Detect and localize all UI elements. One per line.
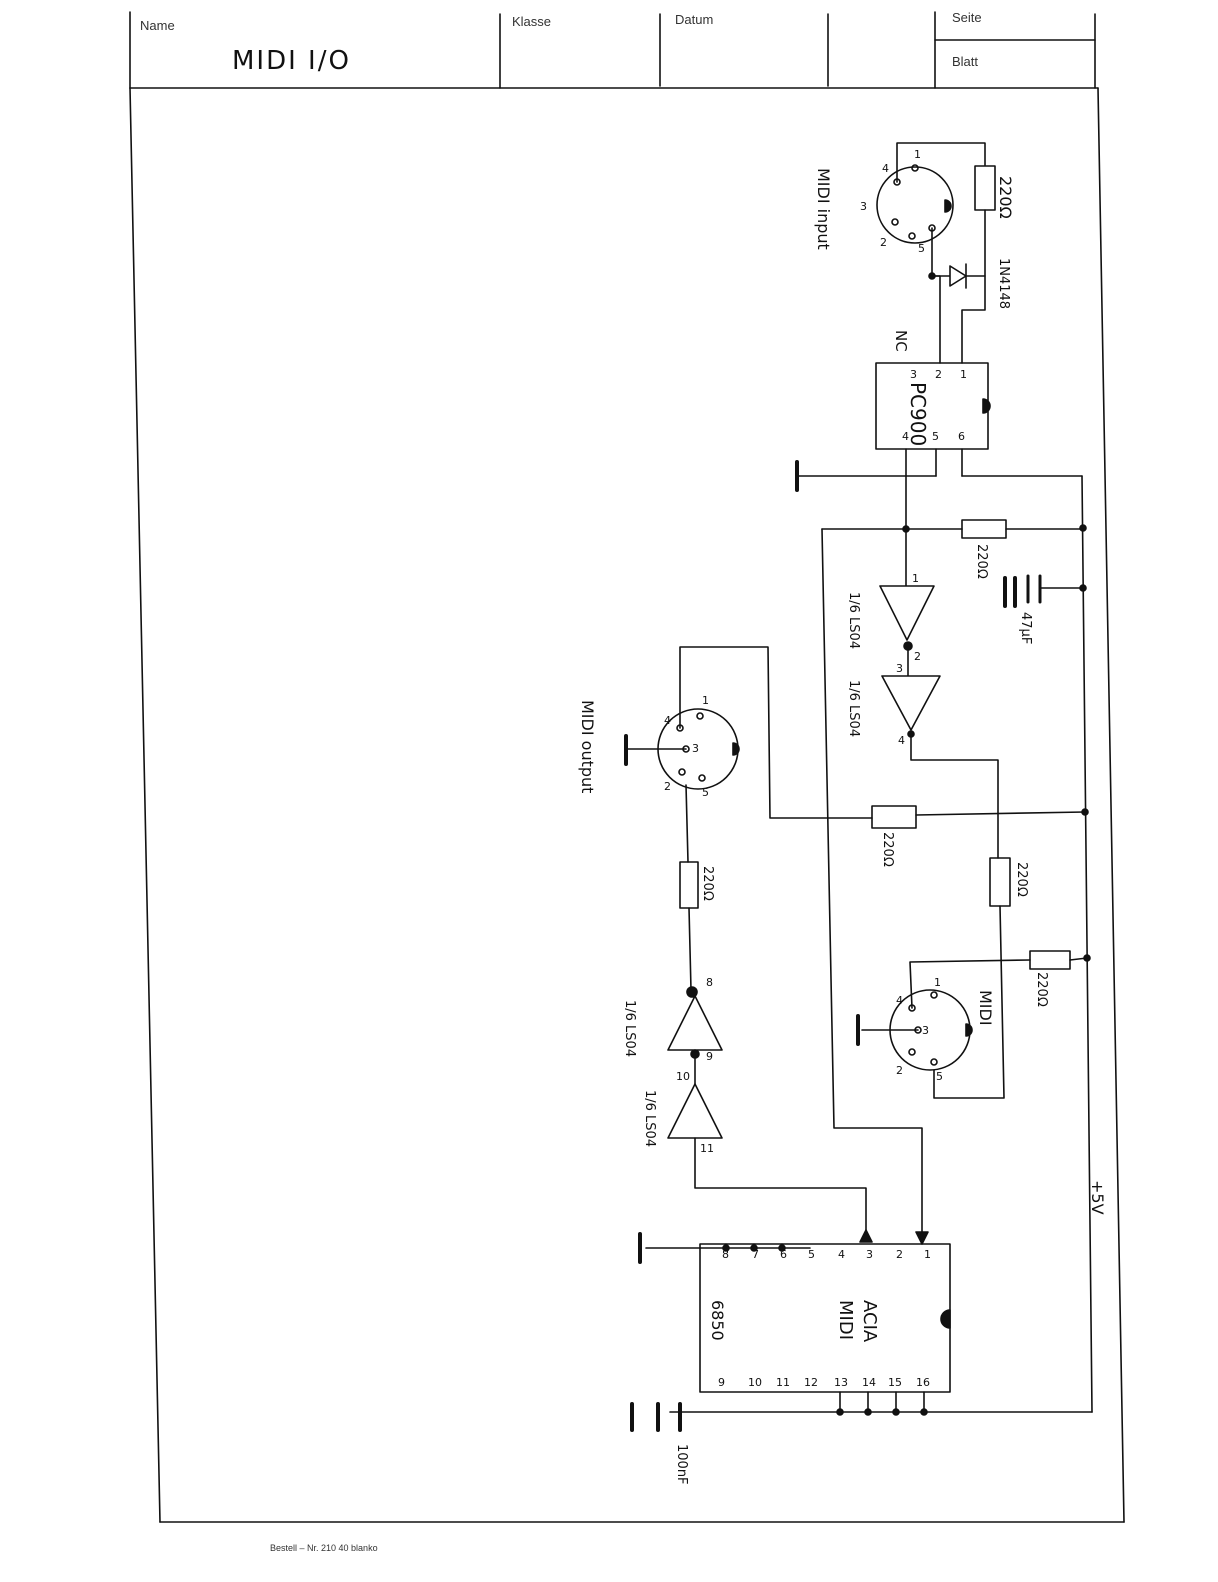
pin-din-in-2: 2 bbox=[880, 236, 887, 249]
pin-din-out-1: 1 bbox=[702, 694, 709, 707]
pin-inv-1: 1 bbox=[912, 572, 919, 585]
resistor-output-a bbox=[871, 805, 1086, 829]
label-inverter-4: 1/6 LS04 bbox=[642, 1090, 657, 1147]
header-name-value: MIDI I/O bbox=[232, 46, 351, 76]
pin-inv-3: 3 bbox=[896, 662, 903, 675]
pin-din-out-5: 5 bbox=[702, 786, 709, 799]
label-cap-100nf: 100nF bbox=[674, 1444, 689, 1485]
pin-din-out-4: 4 bbox=[664, 714, 671, 727]
pin-din-thru-3: 3 bbox=[922, 1024, 929, 1037]
midi-input-connector bbox=[876, 142, 986, 364]
pin-din-in-1: 1 bbox=[914, 148, 921, 161]
pin-acia-4: 4 bbox=[838, 1248, 845, 1261]
pin-din-in-5: 5 bbox=[918, 242, 925, 255]
inverter-2 bbox=[881, 649, 999, 859]
resistor-input bbox=[961, 165, 996, 364]
capacitor-47uf bbox=[1003, 574, 1084, 608]
label-nc: NC bbox=[892, 330, 910, 352]
pin-acia-5: 5 bbox=[808, 1248, 815, 1261]
label-inverter-1: 1/6 LS04 bbox=[846, 592, 861, 649]
header-datum-label: Datum bbox=[675, 12, 714, 27]
pin-acia-13: 13 bbox=[834, 1376, 848, 1389]
label-supply-5v: +5V bbox=[1088, 1180, 1107, 1215]
pin-din-thru-1: 1 bbox=[934, 976, 941, 989]
capacitor-100nf bbox=[630, 1402, 682, 1432]
title-block bbox=[129, 11, 1099, 89]
pin-din-thru-5: 5 bbox=[936, 1070, 943, 1083]
label-resistor-input: 220Ω bbox=[996, 176, 1015, 219]
inverter-1 bbox=[879, 528, 935, 651]
acia-6850 bbox=[638, 1232, 951, 1416]
label-diode: 1N4148 bbox=[996, 258, 1011, 309]
pin-acia-16: 16 bbox=[916, 1376, 930, 1389]
midi-output-connector bbox=[624, 646, 873, 863]
pin-inv-8: 8 bbox=[706, 976, 713, 989]
header-seite-label: Seite bbox=[952, 10, 982, 25]
pin-opto-1: 1 bbox=[960, 368, 967, 381]
pin-acia-9: 9 bbox=[718, 1376, 725, 1389]
header-name-label: Name bbox=[140, 18, 175, 33]
label-acia-line1: ACIA bbox=[859, 1300, 880, 1343]
drawing-frame bbox=[129, 87, 1125, 1523]
pin-acia-11: 11 bbox=[776, 1376, 790, 1389]
label-resistor-pullup: 220Ω bbox=[974, 544, 989, 579]
pin-opto-6: 6 bbox=[958, 430, 965, 443]
pin-opto-4: 4 bbox=[902, 430, 909, 443]
header-blatt-label: Blatt bbox=[952, 54, 979, 69]
pin-acia-14: 14 bbox=[862, 1376, 876, 1389]
label-midi-output: MIDI output bbox=[578, 700, 597, 793]
pin-acia-2: 2 bbox=[896, 1248, 903, 1261]
pin-opto-2: 2 bbox=[935, 368, 942, 381]
inverter-3 bbox=[667, 986, 723, 1059]
label-acia-line3: 6850 bbox=[708, 1300, 727, 1341]
pin-acia-1: 1 bbox=[924, 1248, 931, 1261]
label-resistor-output-a: 220Ω bbox=[880, 832, 895, 867]
pin-acia-8: 8 bbox=[722, 1248, 729, 1261]
pin-acia-10: 10 bbox=[748, 1376, 762, 1389]
pin-din-in-3: 3 bbox=[860, 200, 867, 213]
label-inverter-3: 1/6 LS04 bbox=[622, 1000, 637, 1057]
pin-inv-9: 9 bbox=[706, 1050, 713, 1063]
pin-din-out-3: 3 bbox=[692, 742, 699, 755]
label-acia-line2: MIDI bbox=[835, 1300, 856, 1340]
pin-acia-3: 3 bbox=[866, 1248, 873, 1261]
label-cap-47uf: 47µF bbox=[1018, 612, 1033, 644]
header-klasse-label: Klasse bbox=[512, 14, 552, 29]
label-inverter-2: 1/6 LS04 bbox=[846, 680, 861, 737]
diode-1n4148 bbox=[928, 263, 986, 289]
pin-din-thru-2: 2 bbox=[896, 1064, 903, 1077]
pin-din-in-4: 4 bbox=[882, 162, 889, 175]
pin-inv-11: 11 bbox=[700, 1142, 714, 1155]
pin-din-out-2: 2 bbox=[664, 780, 671, 793]
pin-inv-2: 2 bbox=[914, 650, 921, 663]
pin-opto-5: 5 bbox=[932, 430, 939, 443]
inverter-4 bbox=[667, 1057, 873, 1243]
label-midi-input: MIDI input bbox=[814, 168, 833, 250]
pin-opto-3: 3 bbox=[910, 368, 917, 381]
rx-signal-line bbox=[821, 528, 929, 1245]
label-resistor-thru: 220Ω bbox=[1014, 862, 1029, 897]
label-resistor-output-b: 220Ω bbox=[700, 866, 715, 901]
pin-inv-10: 10 bbox=[676, 1070, 690, 1083]
pin-acia-15: 15 bbox=[888, 1376, 902, 1389]
label-opto: PC900 bbox=[906, 382, 930, 446]
optocoupler-pc900 bbox=[796, 362, 1083, 531]
midi-thru-connector bbox=[856, 905, 1031, 1099]
pin-acia-7: 7 bbox=[752, 1248, 759, 1261]
label-resistor-thru-b: 220Ω bbox=[1034, 972, 1049, 1007]
pin-inv-4: 4 bbox=[898, 734, 905, 747]
pin-din-thru-4: 4 bbox=[896, 994, 903, 1007]
resistor-thru-b bbox=[1029, 950, 1088, 970]
resistor-thru bbox=[989, 857, 1011, 907]
label-midi-thru: MIDI bbox=[976, 990, 995, 1026]
resistor-output-b bbox=[679, 861, 699, 991]
footer-order-text: Bestell – Nr. 210 40 blanko bbox=[270, 1543, 378, 1553]
pin-acia-6: 6 bbox=[780, 1248, 787, 1261]
pin-acia-12: 12 bbox=[804, 1376, 818, 1389]
resistor-pullup bbox=[821, 519, 1084, 539]
